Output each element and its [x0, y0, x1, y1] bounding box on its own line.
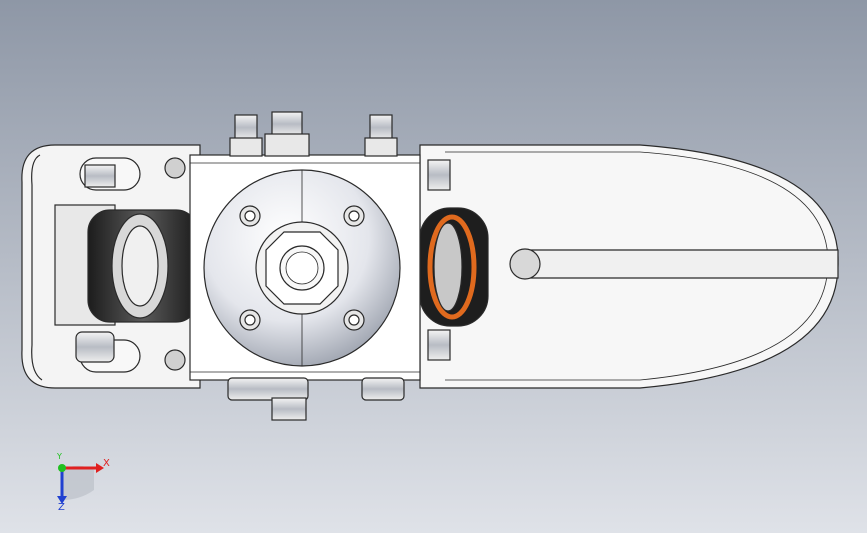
right-washer-bottom: [427, 329, 451, 361]
left-nut-top: [84, 164, 116, 188]
bottom-bolts: [227, 377, 405, 421]
left-nut-bottom: [75, 331, 115, 363]
right-washer-top: [427, 159, 451, 191]
top-bolts: [229, 111, 398, 157]
x-axis-label: X: [103, 458, 110, 469]
slot: [510, 249, 839, 279]
right-roller-band: [427, 214, 477, 320]
left-bracket-edge: [31, 154, 43, 381]
slot-hole: [509, 248, 541, 280]
left-hole-bottom: [164, 349, 186, 371]
dome-screws: [239, 205, 365, 331]
coordinate-triad: [57, 463, 104, 504]
z-axis-label: Z: [58, 502, 65, 513]
left-hole-top: [164, 157, 186, 179]
y-axis-dot: [58, 464, 66, 472]
y-axis-label: Y: [57, 452, 62, 461]
